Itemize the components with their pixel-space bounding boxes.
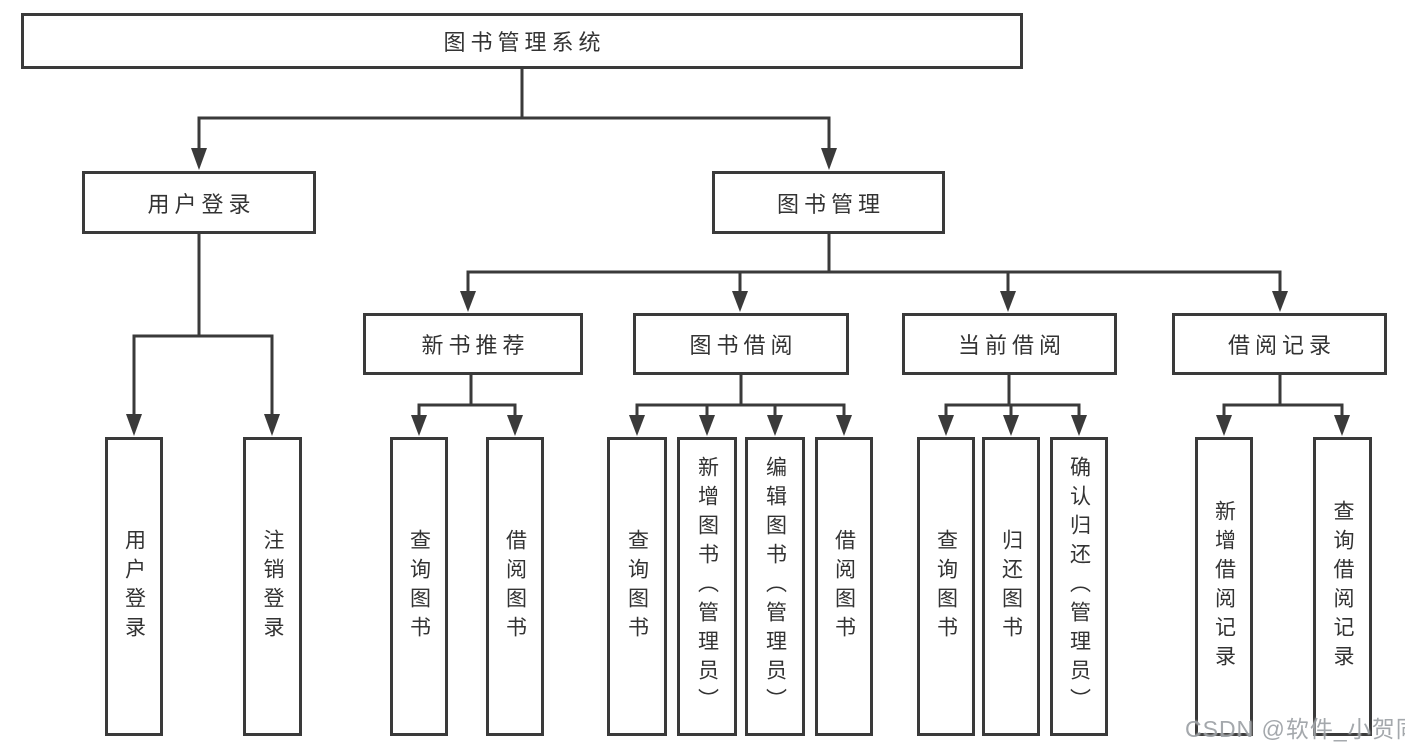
arrow-down-icon: [1272, 291, 1288, 312]
arrow-down-icon: [126, 414, 142, 436]
node-label: 图书管理系统: [443, 30, 606, 55]
arrow-down-icon: [264, 414, 280, 436]
leaf-user-login: 用户登录: [105, 437, 163, 736]
node-user-login: 用户登录: [82, 171, 316, 234]
leaf-return-books: 归还图书: [982, 437, 1040, 736]
arrow-down-icon: [411, 415, 427, 436]
connector-user-bar: [132, 334, 274, 416]
arrow-down-icon: [191, 148, 207, 170]
node-book-management: 图书管理: [712, 171, 945, 234]
node-label: 新书推荐: [421, 333, 530, 358]
connector-records-bar: [1222, 403, 1344, 418]
leaf-borrow-books: 借阅图书: [815, 437, 873, 736]
leaf-add-borrow-record: 新增借阅记录: [1195, 437, 1253, 736]
leaf-confirm-return-admin: 确认归还（管理员）: [1050, 437, 1108, 736]
arrow-down-icon: [938, 415, 954, 436]
connector-new-bar: [417, 403, 517, 418]
leaf-query-borrow-record: 查询借阅记录: [1313, 437, 1372, 736]
leaf-label: 借阅图书: [503, 528, 527, 645]
node-label: 图书借阅: [689, 333, 798, 358]
leaf-label: 编辑图书（管理员）: [763, 456, 787, 717]
leaf-label: 新增图书（管理员）: [695, 456, 719, 717]
node-label: 借阅记录: [1227, 333, 1336, 358]
node-borrow-records: 借阅记录: [1172, 313, 1387, 375]
leaf-label: 借阅图书: [832, 528, 856, 645]
arrow-down-icon: [732, 291, 748, 312]
connector-root-bar: [197, 116, 831, 152]
leaf-label: 确认归还（管理员）: [1067, 456, 1091, 717]
arrow-down-icon: [821, 148, 837, 170]
connector-mgmt-bar: [466, 270, 1282, 294]
arrow-down-icon: [836, 415, 852, 436]
leaf-label: 归还图书: [999, 528, 1023, 645]
node-library-management-system: 图书管理系统: [21, 13, 1023, 69]
node-label: 图书管理: [776, 191, 885, 217]
arrow-down-icon: [699, 415, 715, 436]
leaf-label: 用户登录: [122, 528, 146, 645]
leaf-query-books-borrowing: 查询图书: [607, 437, 667, 736]
node-label: 用户登录: [147, 191, 256, 217]
connector-borrow-bar: [635, 403, 846, 418]
node-label: 当前借阅: [957, 333, 1066, 358]
leaf-label: 新增借阅记录: [1212, 499, 1236, 674]
leaf-logout: 注销登录: [243, 437, 302, 736]
leaf-borrow-books-recommend: 借阅图书: [486, 437, 544, 736]
leaf-label: 查询图书: [625, 528, 649, 645]
arrow-down-icon: [1334, 415, 1350, 436]
arrow-down-icon: [460, 291, 476, 312]
leaf-label: 查询借阅记录: [1331, 499, 1355, 674]
arrow-down-icon: [507, 415, 523, 436]
node-new-book-recommend: 新书推荐: [363, 313, 583, 375]
csdn-watermark: CSDN @软件_小贺同学: [1185, 716, 1405, 742]
leaf-label: 查询图书: [934, 528, 958, 645]
leaf-label: 注销登录: [261, 528, 285, 645]
node-current-borrowing: 当前借阅: [902, 313, 1117, 375]
arrow-down-icon: [1071, 415, 1087, 436]
leaf-edit-books-admin: 编辑图书（管理员）: [745, 437, 805, 736]
arrow-down-icon: [1216, 415, 1232, 436]
node-book-borrowing: 图书借阅: [633, 313, 849, 375]
arrow-down-icon: [629, 415, 645, 436]
leaf-add-books-admin: 新增图书（管理员）: [677, 437, 737, 736]
leaf-query-books-recommend: 查询图书: [390, 437, 448, 736]
arrow-down-icon: [767, 415, 783, 436]
arrow-down-icon: [1000, 291, 1016, 312]
arrow-down-icon: [1003, 415, 1019, 436]
leaf-query-books-current: 查询图书: [917, 437, 975, 736]
leaf-label: 查询图书: [407, 528, 431, 645]
